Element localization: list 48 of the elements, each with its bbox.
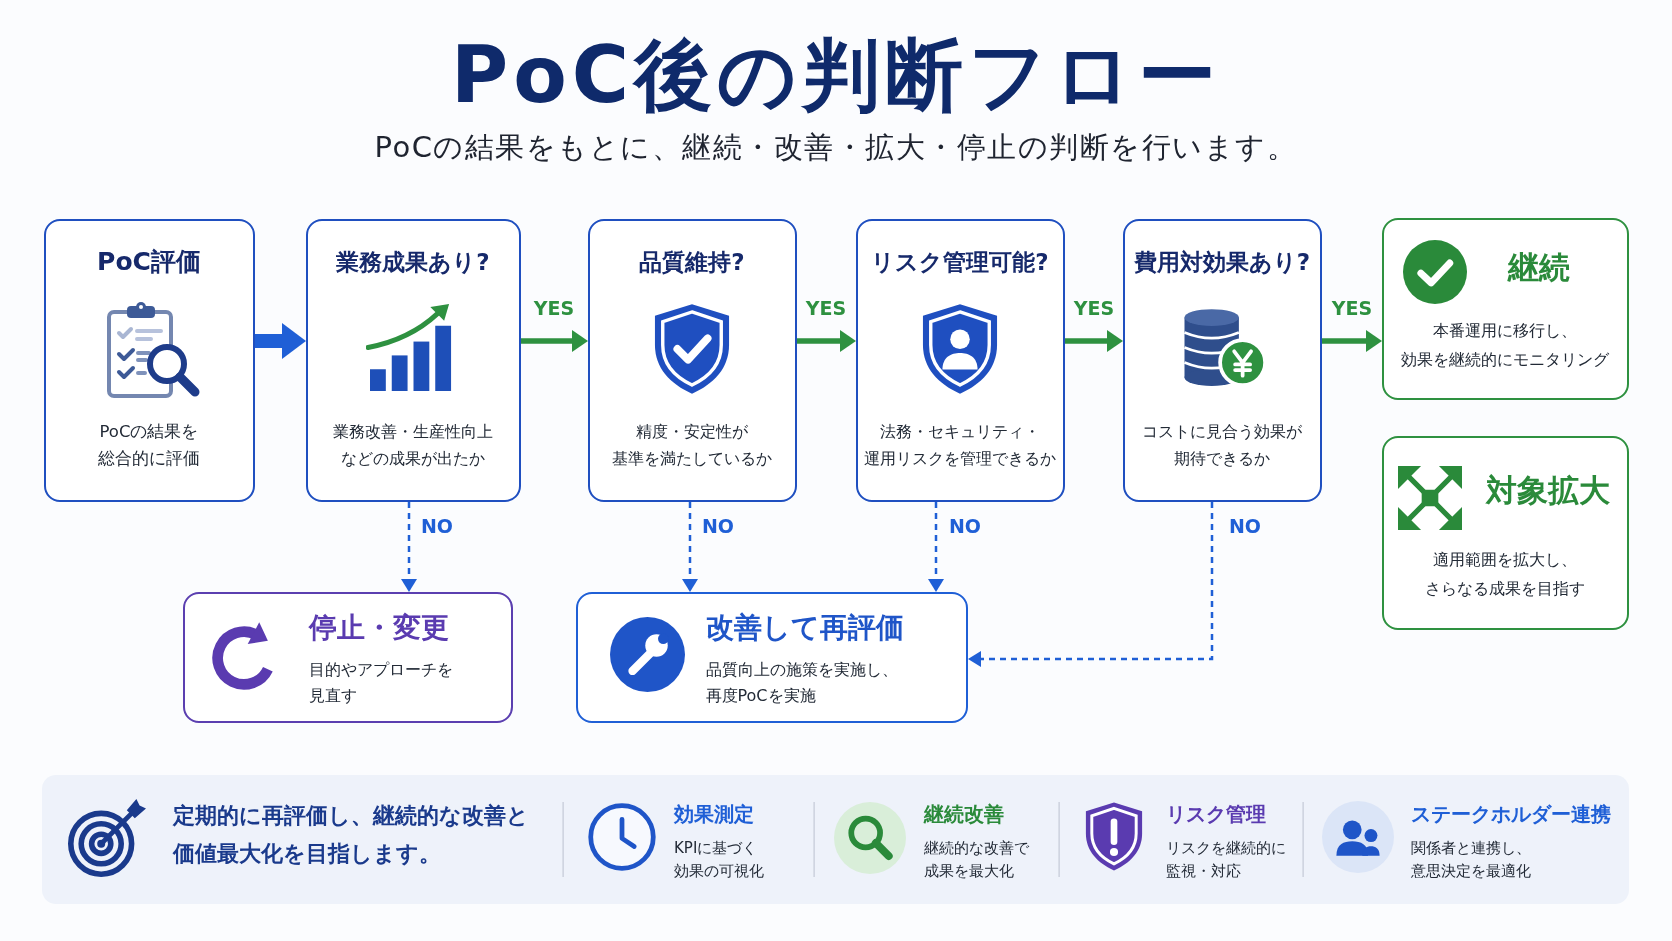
box-description: コストに見合う効果が期待できるか xyxy=(1141,421,1303,470)
box-title: 継続 xyxy=(1507,247,1570,287)
box-description: 目的やアプローチを見直す xyxy=(308,658,454,707)
summary-panel xyxy=(42,775,1629,904)
decision-box xyxy=(1123,219,1322,502)
item-title: 効果測定 xyxy=(674,802,755,828)
summary-text: 定期的に再評価し、継続的な改善と価値最大化を目指します。 xyxy=(173,802,530,868)
decision-box xyxy=(306,219,521,502)
dashed-arrow xyxy=(682,502,698,592)
box-description: 品質向上の施策を実施し、再度PoCを実施 xyxy=(705,658,899,707)
box-title: 改善して再評価 xyxy=(705,609,905,646)
arrow xyxy=(521,330,588,352)
box-description: 法務・セキュリティ・運用リスクを管理できるか xyxy=(863,421,1057,470)
item-title: 継続改善 xyxy=(924,802,1005,828)
arrow xyxy=(1065,330,1123,352)
box-description: PoCの結果を総合的に評価 xyxy=(97,421,201,470)
item-title: ステークホルダー連携 xyxy=(1411,802,1612,828)
box-title: 対象拡大 xyxy=(1485,470,1610,510)
dashed-arrow xyxy=(401,502,417,592)
item-title: リスク管理 xyxy=(1166,802,1267,828)
box-title: 業務成果あり? xyxy=(335,247,491,277)
box-description: 精度・安定性が基準を満たしているか xyxy=(611,421,773,470)
box-description: 本番運用に移行し、効果を継続的にモニタリング xyxy=(1400,320,1610,371)
box-title: 品質維持? xyxy=(638,247,746,277)
decision-box xyxy=(856,219,1065,502)
item-description: 継続的な改善で成果を最大化 xyxy=(924,837,1030,882)
arrow xyxy=(255,323,306,359)
outcome-box xyxy=(1382,218,1629,400)
box-title: PoC評価 xyxy=(96,245,202,278)
process-box xyxy=(44,219,255,502)
box-title: 費用対効果あり? xyxy=(1133,247,1311,277)
dashed-arrow xyxy=(928,502,944,592)
decision-box xyxy=(588,219,797,502)
subtitle: PoCの結果をもとに、継続・改善・拡大・停止の判断を行います。 xyxy=(374,129,1298,166)
box-description: 業務改善・生産性向上などの成果が出たか xyxy=(332,421,494,470)
item-description: 関係者と連携し、意思決定を最適化 xyxy=(1411,837,1532,882)
arrow xyxy=(1322,330,1382,352)
box-title: 停止・変更 xyxy=(308,609,450,646)
item-description: KPIに基づく効果の可視化 xyxy=(674,837,765,882)
arrow xyxy=(797,330,856,352)
outcome-box xyxy=(183,592,513,723)
item-description: リスクを継続的に監視・対応 xyxy=(1166,837,1287,882)
title: PoC後の判断フロー xyxy=(450,30,1222,120)
box-title: リスク管理可能? xyxy=(870,247,1050,277)
outcome-box xyxy=(1382,436,1629,630)
dashed-arrow xyxy=(968,502,1214,667)
outcome-box xyxy=(576,592,968,723)
box-description: 適用範囲を拡大し、さらなる成果を目指す xyxy=(1424,549,1586,600)
